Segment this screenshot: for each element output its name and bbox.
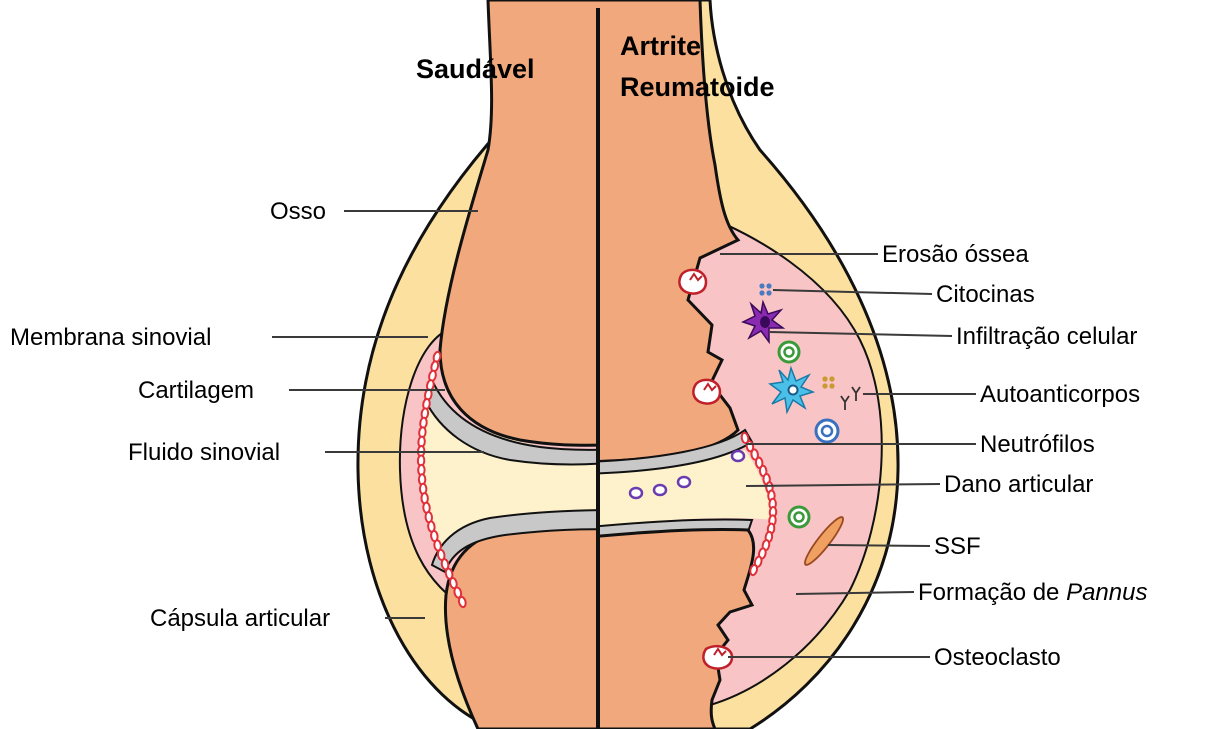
leader-ssf [828,545,930,546]
header-healthy: Saudável [416,54,535,84]
infiltration-blue-cell-icon [816,420,838,442]
label-neutrophils: Neutrófilos [980,431,1095,458]
label-joint-damage: Dano articular [944,471,1093,498]
label-ssf: SSF [934,533,981,560]
healthy-lower-bone [445,522,620,729]
label-cartilage: Cartilagem [138,377,254,404]
label-pannus-prefix: Formação de [918,579,1066,606]
neutrophil-icon [732,451,744,461]
healthy-joint [358,0,620,729]
label-bone: Osso [270,198,326,225]
infiltration-green-cell-icon [779,342,799,362]
label-synovial-membrane: Membrana sinovial [10,324,211,351]
neutrophil-icon [654,485,666,495]
label-osteoclast: Osteoclasto [934,644,1061,671]
osteoclast-icon [693,380,720,404]
osteoclast-icon [679,270,706,294]
neutrophil-icon [630,488,642,498]
label-cytokines: Citocinas [936,281,1035,308]
label-synovial-fluid: Fluido sinovial [128,439,280,466]
label-pannus-formation: Formação de Pannus [918,579,1147,606]
osteoclast-icon [703,646,732,668]
label-pannus-italic: Pannus [1066,579,1147,606]
header-ra-line1: Artrite [620,31,701,61]
label-bone-erosion: Erosão óssea [882,241,1029,268]
label-joint-capsule: Cápsula articular [150,605,330,632]
label-autoantibodies: Autoanticorpos [980,381,1140,408]
neutrophil-icon [678,477,690,487]
label-cell-infiltration: Infiltração celular [956,323,1137,350]
header-ra-line2: Reumatoide [620,72,775,102]
infiltration-green-cell-icon [789,507,809,527]
ra-joint [580,0,898,729]
